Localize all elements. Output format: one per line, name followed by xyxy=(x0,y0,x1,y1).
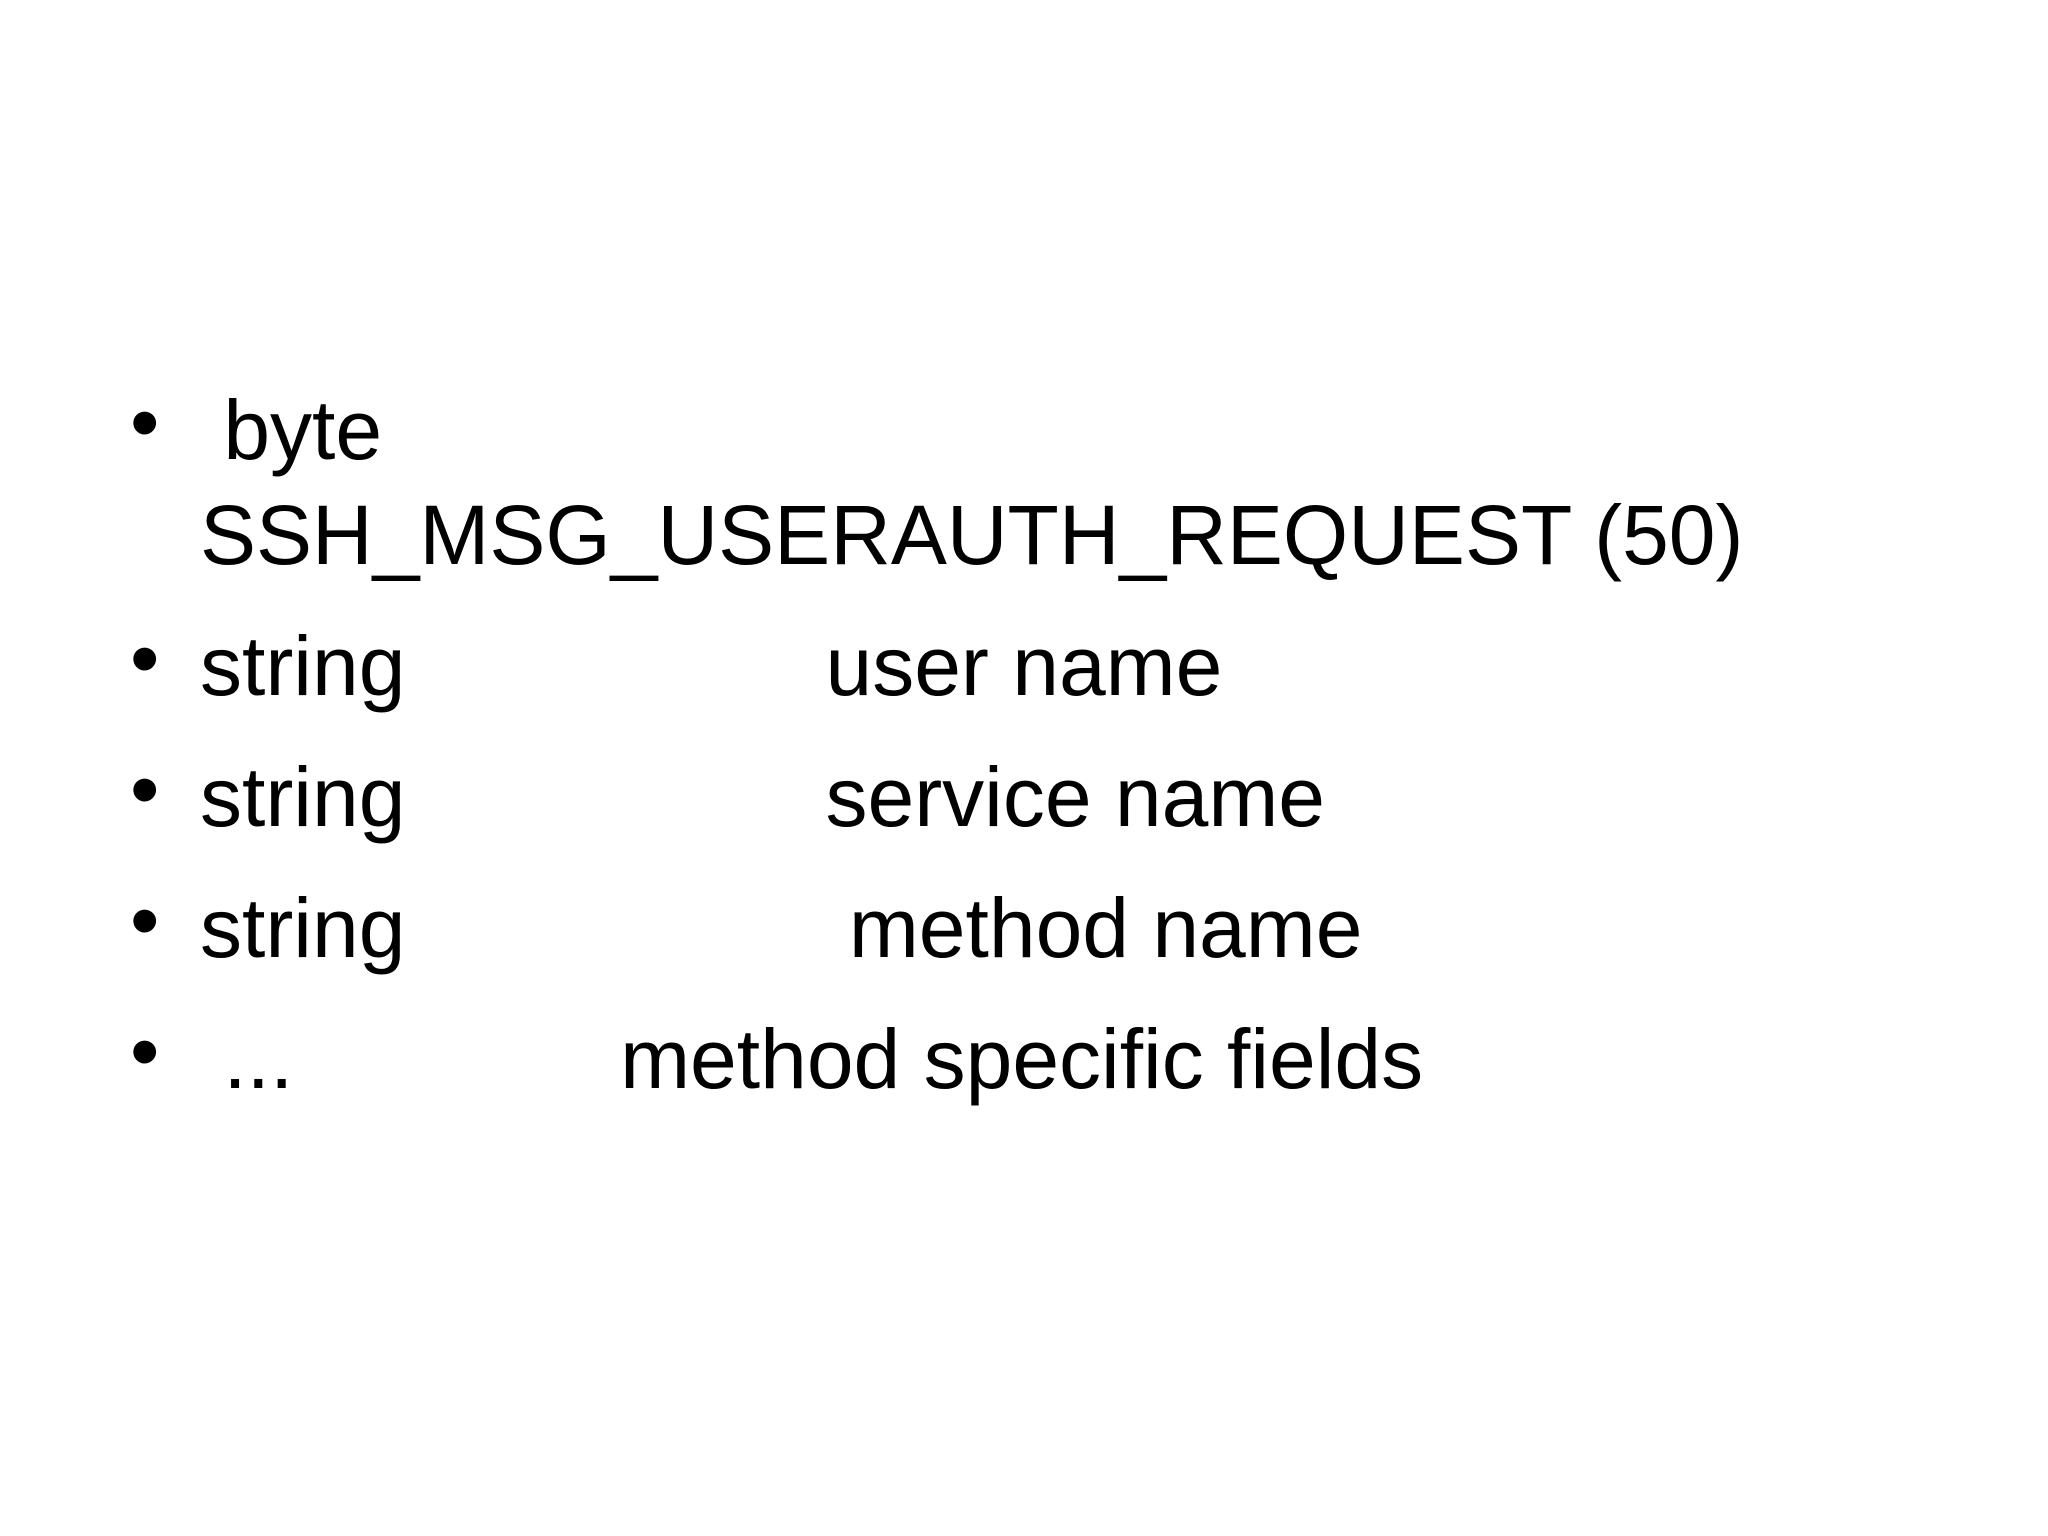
list-item-text: string service name xyxy=(200,750,1326,844)
list-item: • string user name xyxy=(0,611,2000,719)
list-item: • ... method specific fields xyxy=(0,1004,2000,1112)
bullet-icon: • xyxy=(130,1004,160,1098)
list-item: • string service name xyxy=(0,742,2000,850)
bullet-icon: • xyxy=(130,611,160,705)
list-item-text: string method name xyxy=(200,881,1363,975)
list-item-text: byte SSH_MSG_USERAUTH_REQUEST (50) xyxy=(200,383,1744,582)
list-item-text: ... method specific fields xyxy=(200,1012,1424,1106)
list-item: • byte SSH_MSG_USERAUTH_REQUEST (50) xyxy=(0,375,2000,588)
bullet-icon: • xyxy=(130,375,160,469)
list-item-text: string user name xyxy=(200,619,1223,713)
bullet-icon: • xyxy=(130,742,160,836)
list-item: • string method name xyxy=(0,873,2000,981)
packet-field-list: • byte SSH_MSG_USERAUTH_REQUEST (50) • s… xyxy=(0,375,2000,1112)
bullet-icon: • xyxy=(130,873,160,967)
